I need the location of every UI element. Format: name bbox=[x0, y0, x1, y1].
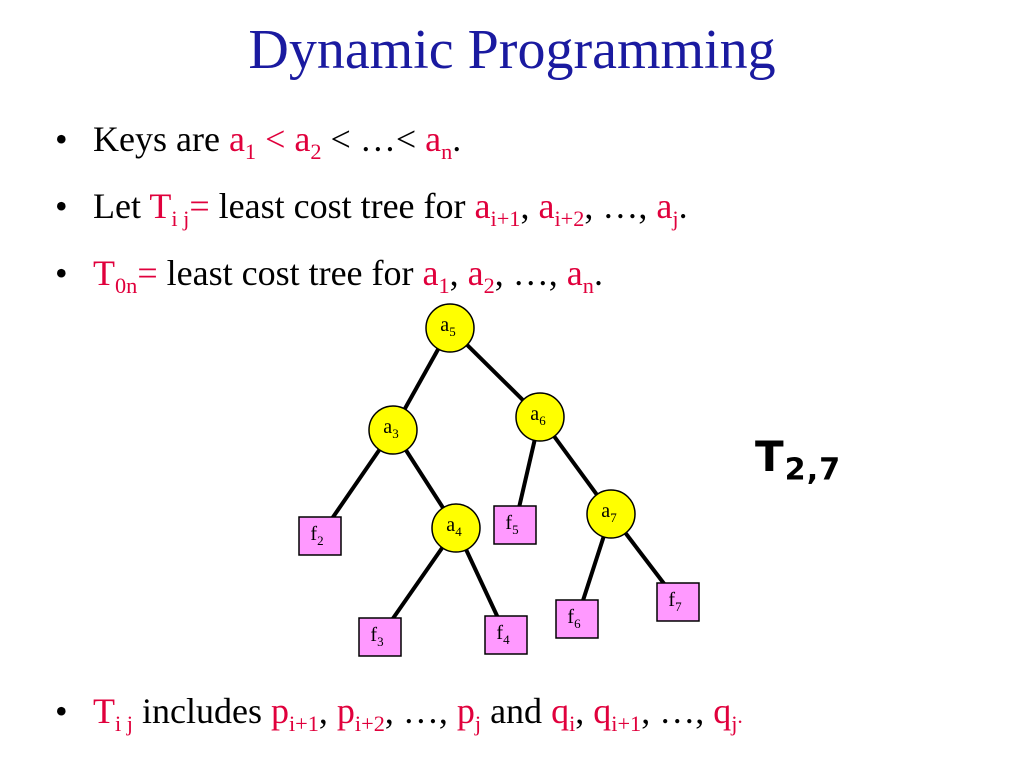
leaf-node-f2: f2 bbox=[298, 516, 342, 556]
ellipsis: , …, bbox=[494, 253, 567, 293]
page-title: Dynamic Programming bbox=[248, 19, 776, 81]
leaf-box bbox=[484, 615, 528, 655]
ellipsis: , …, bbox=[384, 691, 457, 731]
node-label: a5 bbox=[440, 314, 455, 339]
ellipsis: < …< bbox=[321, 119, 426, 159]
node-label: f2 bbox=[310, 523, 323, 548]
leaf-box bbox=[555, 599, 599, 639]
key-a2: a2 bbox=[467, 253, 495, 298]
key-an: an bbox=[566, 253, 594, 298]
internal-node-a3: a3 bbox=[368, 405, 418, 455]
ellipsis: , …, bbox=[584, 186, 657, 226]
prob-pj: pj bbox=[456, 691, 482, 736]
bullet-marker: • bbox=[55, 253, 68, 293]
node-label: a4 bbox=[446, 514, 462, 539]
prob-qi: qi bbox=[551, 691, 576, 736]
internal-node-a4: a4 bbox=[431, 503, 481, 553]
text: least cost tree for bbox=[157, 253, 423, 293]
leaf-node-f5: f5 bbox=[493, 505, 537, 545]
leaf-box bbox=[656, 582, 700, 622]
period: . bbox=[678, 186, 688, 226]
key-ai1: ai+1 bbox=[474, 186, 521, 231]
text: includes bbox=[132, 691, 271, 731]
leaf-node-f4: f4 bbox=[484, 615, 528, 655]
leaf-box bbox=[493, 505, 537, 545]
key-aj: aj bbox=[656, 186, 679, 231]
text: Keys are bbox=[93, 119, 229, 159]
key-a1: a1 bbox=[422, 253, 450, 298]
leaf-box bbox=[358, 617, 402, 657]
period: . bbox=[593, 253, 603, 293]
leaf-node-f7: f7 bbox=[656, 582, 700, 622]
tree-nodes: a5 a3 a6 a4 a7 f2 f5 f3 f4 f6 f7 bbox=[298, 303, 700, 657]
tree-t0n: T0n= bbox=[93, 253, 158, 298]
node-label: f3 bbox=[370, 624, 383, 649]
period: . bbox=[452, 119, 462, 159]
key-a2: a2 bbox=[294, 119, 322, 164]
node-label: a3 bbox=[383, 416, 398, 441]
prob-pi1: pi+1 bbox=[270, 691, 319, 736]
node-circle bbox=[586, 489, 636, 539]
comma: , bbox=[575, 691, 594, 731]
bullet-includes: •Ti j includes pi+1, pi+2, …, pj and qi,… bbox=[55, 690, 743, 736]
bullet-keys: • Keys are a1 < a2 < …< an. bbox=[55, 118, 462, 164]
node-circle bbox=[425, 303, 475, 353]
key-an: an bbox=[425, 119, 453, 164]
node-label: f4 bbox=[496, 622, 510, 647]
internal-node-a7: a7 bbox=[586, 489, 636, 539]
key-ai2: ai+2 bbox=[538, 186, 585, 231]
node-circle bbox=[515, 392, 565, 442]
bullet-t0n: • T0n= least cost tree for a1, a2, …, an. bbox=[55, 252, 603, 298]
prob-pi2: pi+2 bbox=[336, 691, 385, 736]
less-than: < bbox=[256, 119, 295, 159]
internal-node-a6: a6 bbox=[515, 392, 565, 442]
tree-edges bbox=[318, 326, 680, 639]
text: and bbox=[481, 691, 552, 731]
comma: , bbox=[520, 186, 539, 226]
bullet-marker: • bbox=[55, 119, 68, 159]
text: Let bbox=[93, 186, 150, 226]
prob-qj: qj. bbox=[713, 691, 743, 736]
node-label: f6 bbox=[567, 606, 581, 631]
node-label: a6 bbox=[530, 403, 546, 428]
tree-tij: Ti j= bbox=[149, 186, 210, 231]
bullet-marker: • bbox=[55, 186, 68, 226]
comma: , bbox=[449, 253, 468, 293]
ellipsis: , …, bbox=[641, 691, 714, 731]
node-label: a7 bbox=[601, 500, 617, 525]
node-circle bbox=[431, 503, 481, 553]
prob-qi1: qi+1 bbox=[593, 691, 642, 736]
node-circle bbox=[368, 405, 418, 455]
comma: , bbox=[318, 691, 337, 731]
bullet-let: • Let Ti j= least cost tree for ai+1, ai+… bbox=[55, 185, 688, 231]
bullet-marker: • bbox=[55, 691, 68, 731]
internal-node-a5: a5 bbox=[425, 303, 475, 353]
tree-label: T2,7 bbox=[755, 432, 842, 488]
text: least cost tree for bbox=[209, 186, 475, 226]
leaf-node-f3: f3 bbox=[358, 617, 402, 657]
key-a1: a1 bbox=[228, 119, 257, 164]
node-label: f7 bbox=[668, 589, 682, 614]
node-label: f5 bbox=[505, 512, 518, 537]
leaf-box bbox=[298, 516, 342, 556]
leaf-node-f6: f6 bbox=[555, 599, 599, 639]
tree-tij: Ti j bbox=[93, 691, 133, 736]
